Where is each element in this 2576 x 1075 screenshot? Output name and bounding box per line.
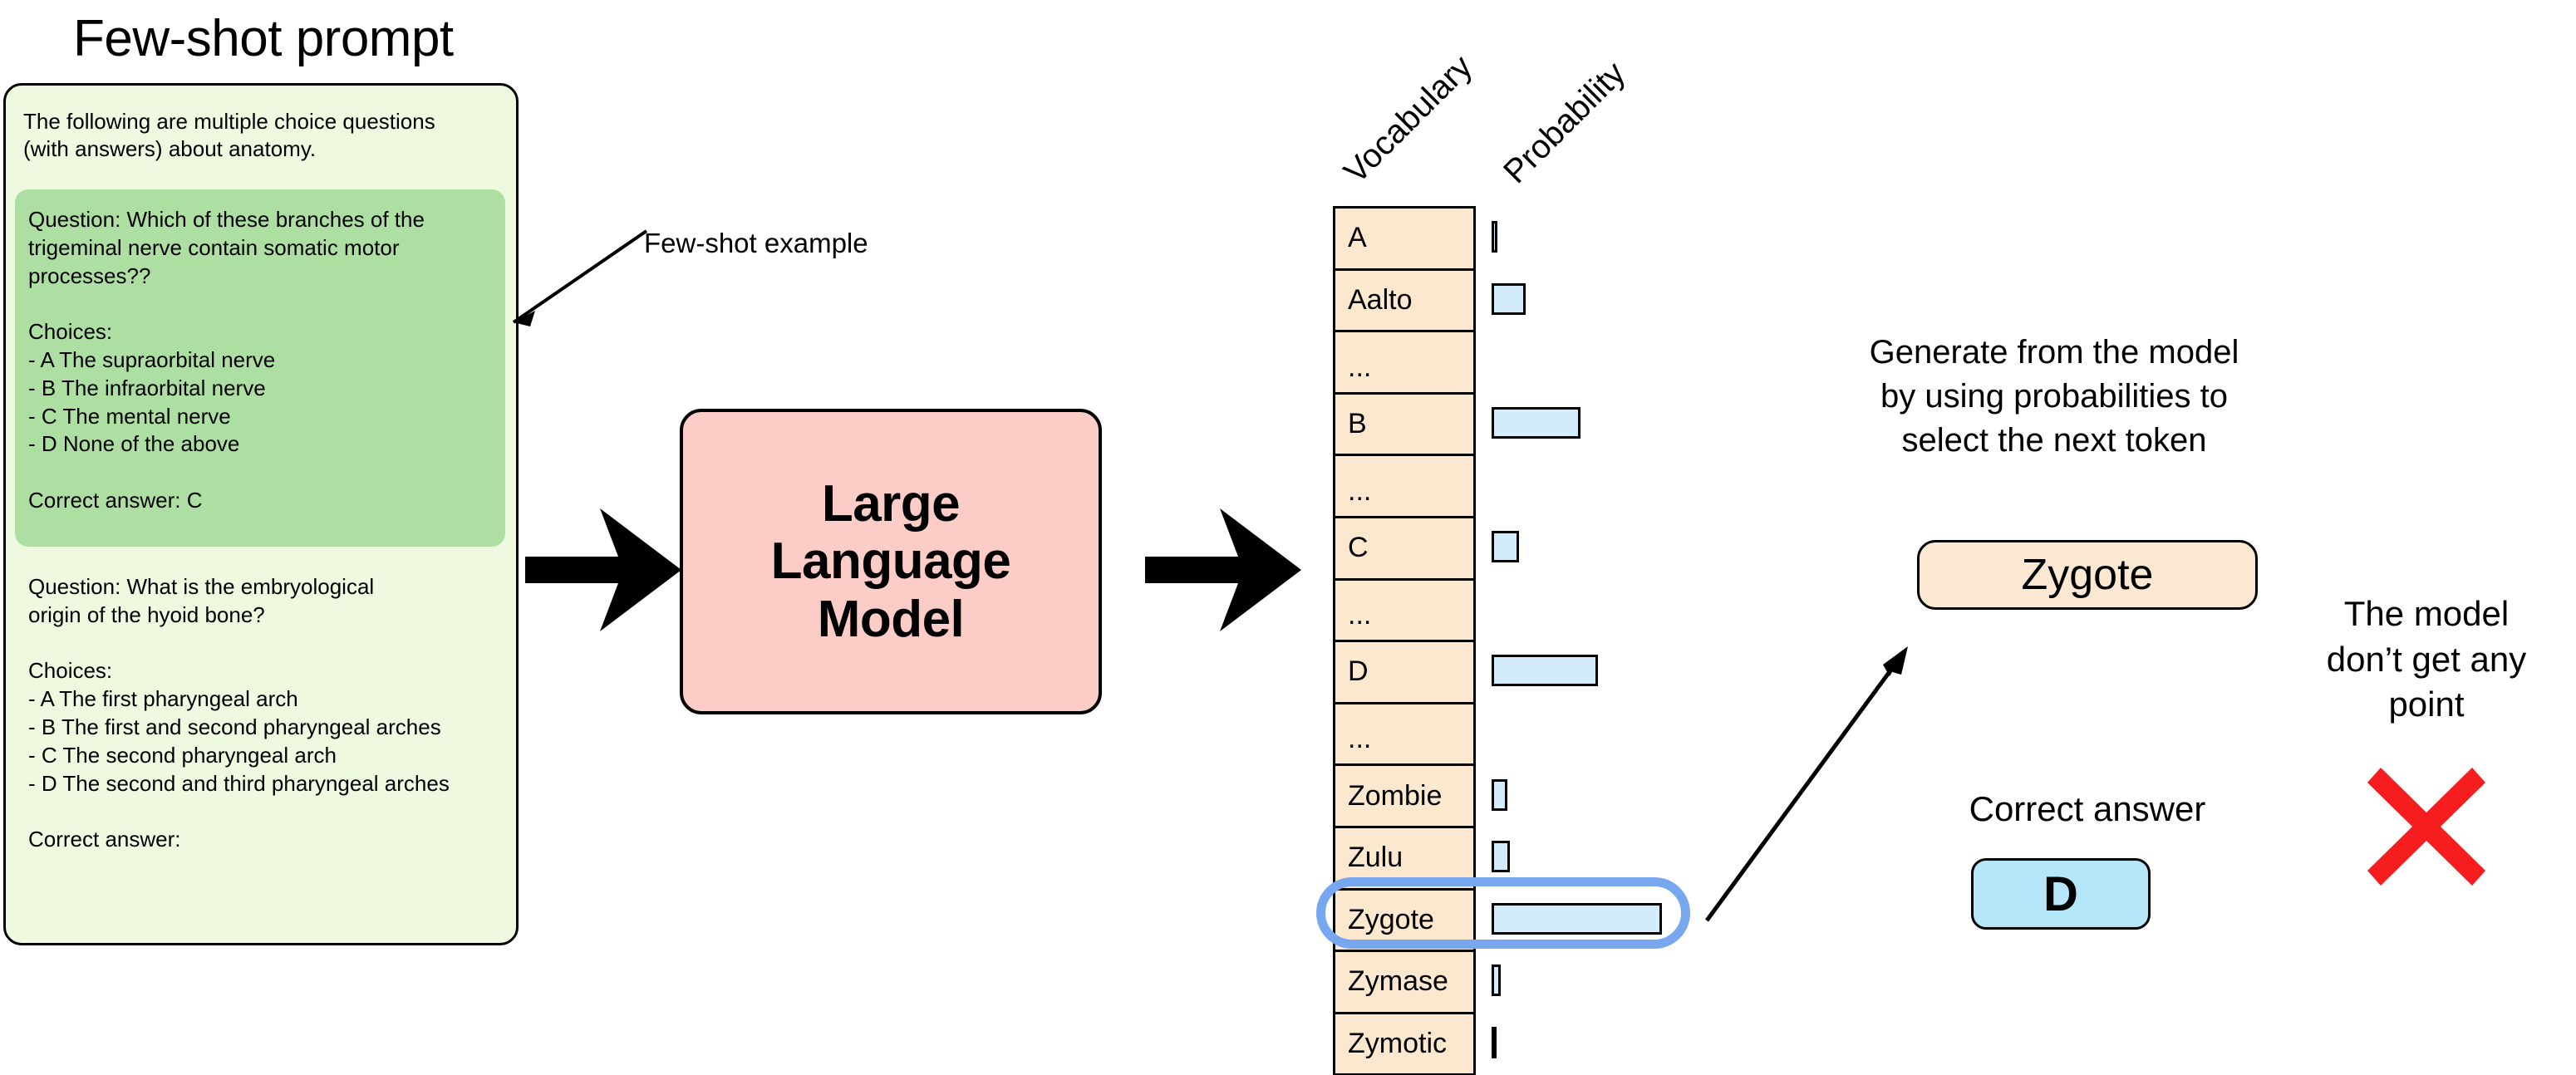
vocabulary-column-header: Vocabulary	[1337, 48, 1480, 191]
probability-bar	[1492, 841, 1510, 873]
vocab-row[interactable]: D	[1335, 642, 1473, 704]
few-shot-example-text: Question: Which of these branches of the…	[28, 207, 425, 513]
probability-slot	[1492, 578, 1824, 641]
model-label-line-2: Language	[770, 533, 1011, 591]
generated-token-box: Zygote	[1917, 540, 2258, 610]
arrow-model-to-distribution-icon	[1145, 508, 1301, 631]
probability-bar	[1492, 655, 1598, 687]
correct-answer-box: D	[1971, 858, 2151, 930]
probability-slot	[1492, 640, 1824, 702]
vocab-row-ellipsis[interactable]: ...	[1335, 580, 1473, 643]
vocab-row[interactable]: Zymase	[1335, 952, 1473, 1014]
probability-bar	[1492, 778, 1507, 811]
probability-slot	[1492, 826, 1824, 888]
probability-slot	[1492, 454, 1824, 516]
probability-bar	[1492, 531, 1519, 563]
vocab-row[interactable]: C	[1335, 518, 1473, 581]
probability-slot	[1492, 392, 1824, 454]
page-title: Few-shot prompt	[73, 10, 454, 67]
vocab-row[interactable]: A	[1335, 209, 1473, 271]
probability-bar	[1492, 221, 1497, 253]
model-label-line-3: Model	[817, 590, 965, 648]
probability-slot	[1492, 268, 1824, 331]
prompt-intro-text: The following are multiple choice questi…	[23, 109, 435, 162]
arrow-selection-to-token-icon	[1704, 646, 1908, 922]
prompt-query-text: Question: What is the embryological orig…	[28, 574, 450, 852]
probability-bar	[1492, 965, 1501, 997]
generation-explanation-text: Generate from the model by using probabi…	[1869, 334, 2239, 459]
vocab-row-ellipsis[interactable]: ...	[1335, 332, 1473, 395]
vocab-row[interactable]: Zymotic	[1335, 1014, 1473, 1075]
large-language-model-card: Large Language Model	[680, 409, 1102, 714]
probability-bar	[1492, 1027, 1497, 1059]
probability-column-header: Probability	[1497, 55, 1633, 191]
probability-slot	[1492, 763, 1824, 826]
probability-slot	[1492, 516, 1824, 578]
probability-bar	[1492, 282, 1526, 315]
probability-bar-column	[1492, 206, 1824, 1073]
probability-slot	[1492, 206, 1824, 268]
few-shot-example-callout-label: Few-shot example	[644, 228, 868, 258]
probability-bar	[1492, 407, 1581, 439]
probability-slot	[1492, 1012, 1824, 1074]
callout-leader-line	[512, 229, 648, 326]
no-point-explanation-text: The model don’t get any point	[2326, 594, 2527, 724]
probability-bar	[1492, 902, 1662, 935]
vocab-row[interactable]: Aalto	[1335, 270, 1473, 333]
probability-slot	[1492, 950, 1824, 1012]
vocab-row[interactable]: Zombie	[1335, 766, 1473, 828]
vocab-row[interactable]: B	[1335, 394, 1473, 457]
arrow-prompt-to-model-icon	[525, 508, 681, 631]
vocab-row-ellipsis[interactable]: ...	[1335, 704, 1473, 767]
probability-slot	[1492, 888, 1824, 950]
model-label-line-1: Large	[821, 474, 961, 533]
vocab-row-ellipsis[interactable]: ...	[1335, 456, 1473, 518]
cross-mark-icon	[2367, 768, 2485, 886]
selected-token-highlight	[1316, 877, 1690, 949]
few-shot-example-block: Question: Which of these branches of the…	[15, 189, 505, 547]
correct-answer-label: Correct answer	[1969, 789, 2206, 828]
